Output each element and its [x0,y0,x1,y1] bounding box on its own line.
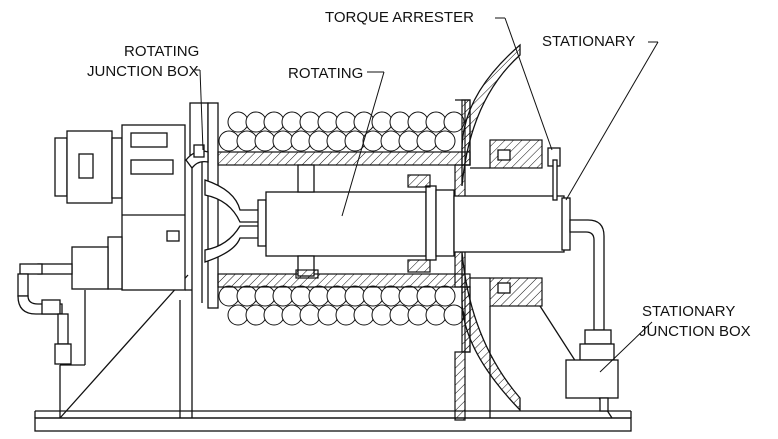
base-plate [34,410,632,432]
label-rotating: ROTATING [288,65,363,82]
bearing-housing [470,139,613,419]
drive-motor [54,124,192,291]
rotating-junction-box [185,102,219,309]
torque-arrester [547,147,561,201]
stationary-pipe [561,197,615,361]
drive-frame [59,165,193,419]
drum-coils-top [218,111,465,152]
rotating-shaft [204,164,565,279]
label-stationary: STATIONARY [542,33,635,50]
label-stationary-junction-box-line2: JUNCTION BOX [639,323,751,340]
drive-conduit [17,263,73,365]
drum-coils-bottom [218,285,465,326]
label-torque-arrester: TORQUE ARRESTER [325,9,474,26]
leader-lines [195,17,659,373]
label-rotating-junction-box-line1: ROTATING [124,43,199,60]
stationary-junction-box [565,359,619,412]
label-stationary-junction-box-line1: STATIONARY [642,303,735,320]
label-rotating-junction-box-line2: JUNCTION BOX [87,63,199,80]
drum-shell [217,43,521,421]
